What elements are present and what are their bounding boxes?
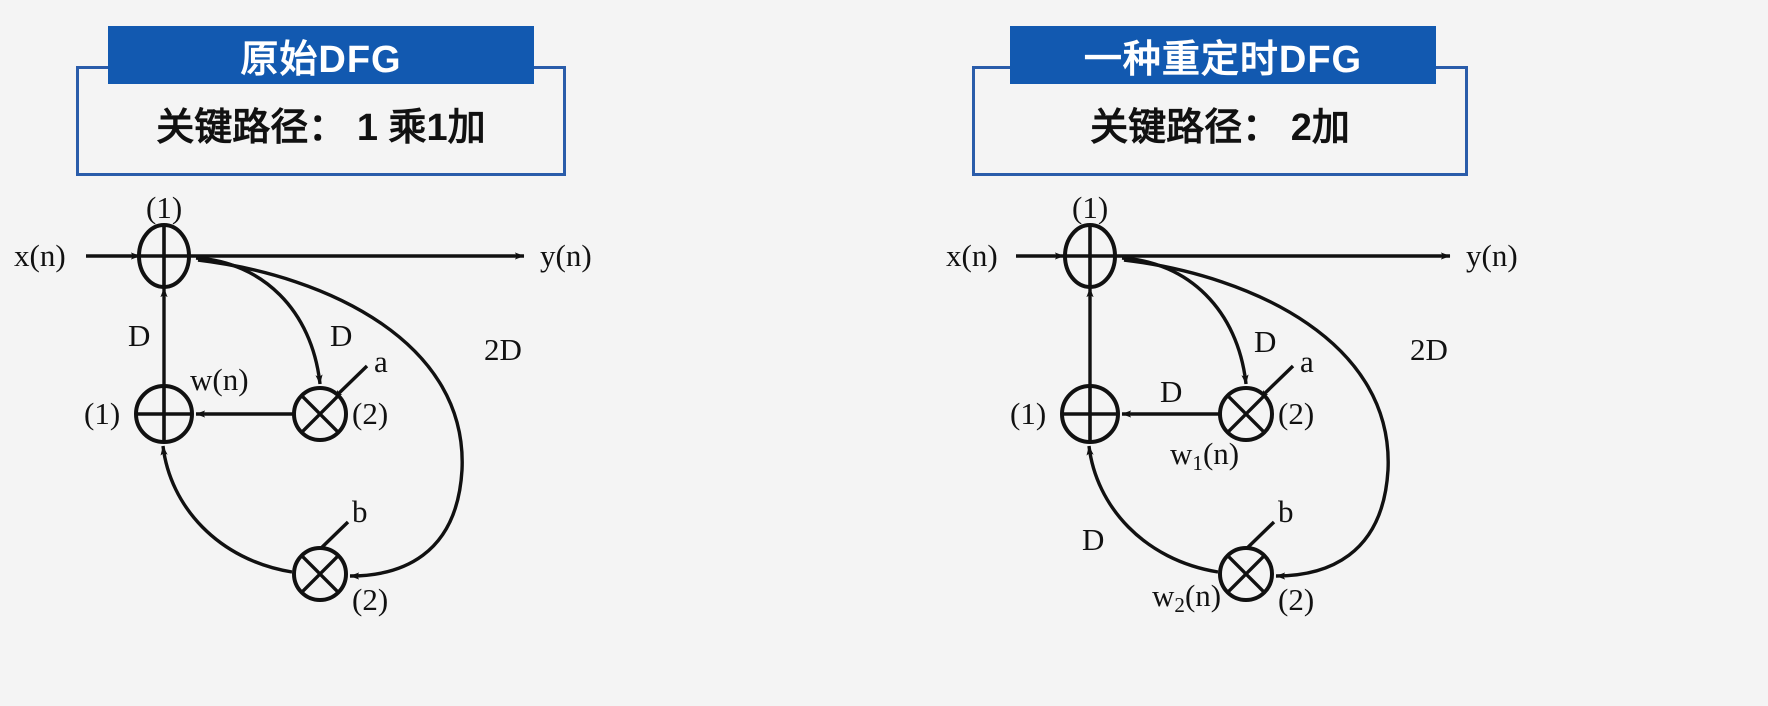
node-multiplier-b-right (1218, 546, 1274, 602)
delay-label-mult-b-left: 2D (484, 332, 522, 367)
label-input-right: x(n) (946, 238, 998, 273)
signal-w2-tail: (n) (1184, 578, 1222, 613)
coef-b-left: b (352, 494, 368, 529)
header-ribbon-left: 原始DFG (108, 26, 534, 84)
signal-label-w2-right: w2(n) (1152, 580, 1221, 616)
cost-adder-top-right: (1) (1072, 190, 1109, 225)
node-adder-top-left (137, 223, 191, 289)
delay-label-mult-b-right: 2D (1410, 332, 1448, 367)
header-outline-box-right (972, 66, 1468, 176)
cost-multiplier-a-left: (2) (352, 396, 389, 431)
node-adder-mid-left (134, 384, 194, 444)
label-output-right: y(n) (1466, 238, 1518, 273)
signal-w1-index: 1 (1192, 450, 1203, 475)
signal-w1-tail: (n) (1202, 436, 1240, 471)
cost-adder-mid-right: (1) (1010, 396, 1047, 431)
signal-w2-base: w (1152, 578, 1175, 613)
coef-b-right: b (1278, 494, 1294, 529)
cost-multiplier-b-right: (2) (1278, 582, 1315, 617)
cost-adder-top-left: (1) (146, 190, 183, 225)
coef-a-left: a (374, 344, 388, 379)
header-ribbon-right: 一种重定时DFG (1010, 26, 1436, 84)
delay-label-mult-a-to-adder-right: D (1160, 374, 1183, 409)
signal-w1-base: w (1170, 436, 1193, 471)
label-output-left: y(n) (540, 238, 592, 273)
delay-label-mult-a-right: D (1254, 324, 1277, 359)
cost-multiplier-b-left: (2) (352, 582, 389, 617)
coef-a-right: a (1300, 344, 1314, 379)
cost-adder-mid-left: (1) (84, 396, 121, 431)
node-multiplier-a-left (292, 386, 348, 442)
signal-w2-index: 2 (1174, 592, 1185, 617)
delay-label-mult-a-left: D (330, 318, 353, 353)
node-multiplier-a-right (1218, 386, 1274, 442)
node-adder-mid-right (1060, 384, 1120, 444)
label-input-left: x(n) (14, 238, 66, 273)
signal-label-w1-right: w1(n) (1170, 438, 1239, 474)
delay-label-feedback-right: D (1082, 522, 1105, 557)
delay-label-feedback-left: D (128, 318, 151, 353)
cost-multiplier-a-right: (2) (1278, 396, 1315, 431)
node-adder-top-right (1063, 223, 1117, 289)
header-subtitle-left: 关键路径： 1 乘1加 (156, 106, 486, 149)
node-multiplier-b-left (292, 546, 348, 602)
header-subtitle-right: 关键路径： 2加 (1090, 106, 1350, 149)
signal-label-w-left: w(n) (190, 362, 249, 397)
